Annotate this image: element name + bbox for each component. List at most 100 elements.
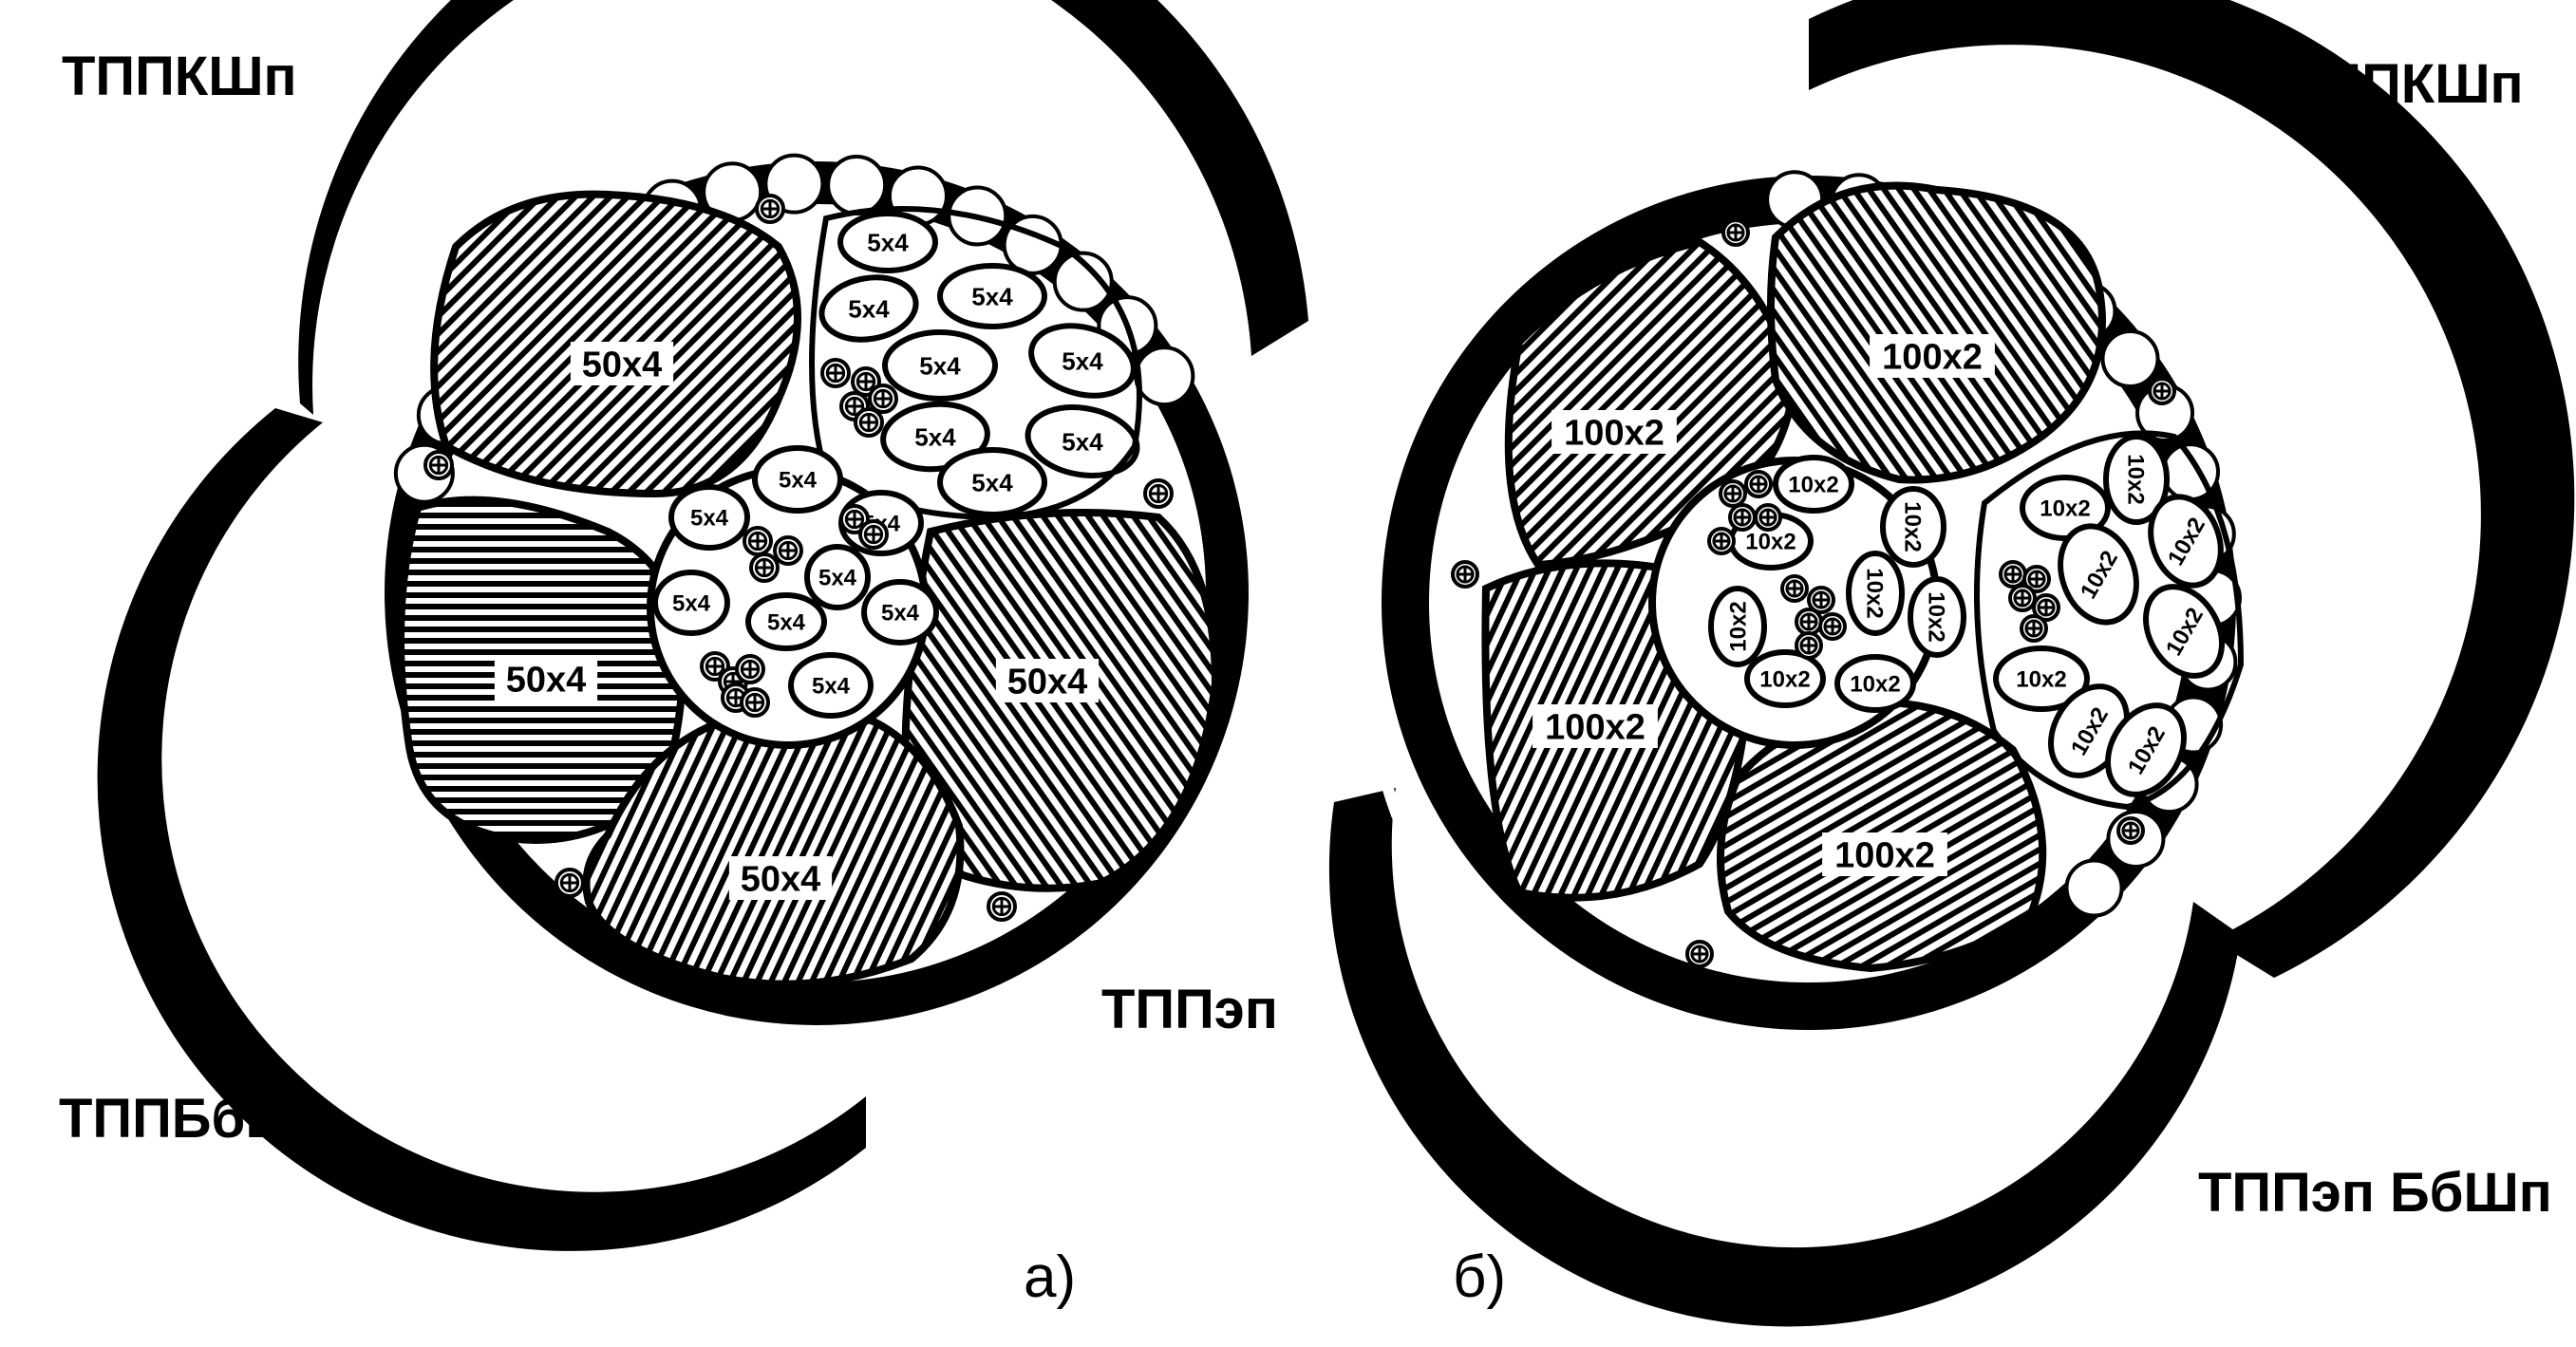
drain-wire-icon (749, 552, 780, 583)
large-bundle-b-3-label: 100x2 (1532, 704, 1658, 748)
armour-gap-a2 (293, 568, 869, 1101)
small-bundle-b-ring-1-label: 10x2 (1788, 473, 1838, 498)
drain-wire-icon (1807, 586, 1835, 614)
label-a-top-left: ТППКШп (62, 46, 297, 107)
small-bundle-b-ring-2: 10x2 (1880, 486, 1946, 568)
drain-wire-icon (1719, 479, 1747, 508)
armour-gap-a (293, 443, 685, 1016)
small-bundle-b-ring-6-label: 10x2 (1726, 601, 1752, 651)
small-bundle-b-ring-2-label: 10x2 (1899, 501, 1925, 552)
drain-wire-icon (820, 358, 851, 388)
drain-wire-icon (2022, 565, 2051, 593)
label-b-bottom-right: ТППэп БбШп (2198, 1162, 2552, 1224)
label-a-bottom-left: ТППБбШп (59, 1088, 334, 1150)
small-bundle-a-outer-4-label: 5x4 (919, 351, 961, 380)
drain-wire-icon (2148, 377, 2176, 405)
small-bundle-a-outer-1-label: 5x4 (867, 228, 909, 256)
label-a-bottom-right: ТППэп (1101, 979, 1278, 1040)
small-bundle-a-ring-6-label: 5x4 (812, 674, 851, 700)
drain-wire-icon (1795, 608, 1823, 636)
small-bundle-a-outer-5: 5x4 (1028, 323, 1137, 399)
small-bundle-a-ring-4-label: 5x4 (672, 591, 711, 617)
small-bundle-b-ring-3: 10x2 (1728, 512, 1814, 571)
armour-gap-b (1381, 781, 1949, 1092)
armour-wire-b (2064, 858, 2124, 918)
small-bundle-a-outer-3: 5x4 (937, 263, 1047, 329)
small-bundle-a-outer-7-label: 5x4 (1062, 427, 1103, 456)
small-bundle-b-ring-7-label: 10x2 (1759, 667, 1810, 693)
small-bundle-b-ring-3-label: 10x2 (1745, 530, 1796, 555)
drain-wire-icon (2116, 816, 2145, 845)
drain-wire-icon (2008, 584, 2037, 612)
drain-wire-icon (773, 535, 803, 566)
small-bundle-b-ring-7: 10x2 (1744, 649, 1826, 708)
svg-text:50x4: 50x4 (741, 860, 821, 900)
small-bundle-b-ring-4: 10x2 (1846, 551, 1905, 636)
drain-wire-icon (555, 868, 585, 898)
drain-wire-icon (1143, 478, 1174, 509)
small-bundle-b-ring-6: 10x2 (1708, 586, 1767, 667)
small-bundle-b-outer-2: 10x2 (2103, 434, 2170, 525)
small-bundle-b-ring-1: 10x2 (1773, 455, 1854, 514)
large-bundle-a-3-label: 50x4 (995, 659, 1100, 702)
small-bundle-a-outer-8: 5x4 (937, 447, 1047, 517)
small-bundle-b-outer-2-label: 10x2 (2122, 454, 2148, 504)
drain-wire-icon (1780, 574, 1809, 603)
small-bundle-b-ring-5-label: 10x2 (1923, 591, 1948, 642)
caption-b: б) (1453, 1244, 1507, 1310)
small-bundle-b-outer-3: 10x2 (2148, 494, 2224, 589)
drain-wire-icon (1707, 527, 1736, 555)
armour-band-a (97, 408, 867, 1251)
svg-text:50x4: 50x4 (582, 346, 663, 385)
drain-wire-icon (1451, 560, 1479, 589)
large-bundle-b-1-label: 100x2 (1551, 410, 1677, 454)
large-bundle-a-4-label: 50x4 (728, 856, 833, 900)
small-bundle-a-ring-5-label: 5x4 (881, 601, 920, 627)
armour-wire-a (1052, 251, 1114, 312)
drain-wire-icon (423, 450, 454, 480)
small-bundle-a-outer-5-label: 5x4 (1062, 346, 1103, 375)
small-bundle-a-outer-7: 5x4 (1025, 404, 1140, 478)
svg-text:100x2: 100x2 (1834, 836, 1935, 876)
armour-wire-a (1134, 346, 1195, 407)
drain-wire-icon (740, 687, 770, 718)
small-bundle-a-ring-1-label: 5x4 (779, 468, 818, 494)
small-bundle-b-outer-8: 10x2 (2105, 702, 2187, 797)
large-bundle-a-3: 50x4 (901, 509, 1220, 892)
large-bundle-a-2: 50x4 (397, 496, 688, 844)
svg-text:50x4: 50x4 (506, 661, 587, 701)
small-bundle-b-ring-4-label: 10x2 (1861, 568, 1887, 618)
drain-wire-icon (858, 519, 889, 550)
small-bundle-b-ring-5: 10x2 (1908, 576, 1966, 658)
small-bundle-a-core-1: 5x4 (804, 544, 871, 610)
drain-wire-icon (743, 526, 773, 556)
small-bundle-a-outer-3-label: 5x4 (971, 282, 1013, 310)
drain-wire-icon (735, 654, 765, 684)
small-bundle-a-outer-6-label: 5x4 (914, 422, 956, 451)
drain-wire-icon (854, 407, 884, 438)
svg-text:50x4: 50x4 (1007, 663, 1088, 702)
large-bundle-a-1-label: 50x4 (570, 342, 674, 385)
armour-band-b (1328, 788, 2241, 1327)
large-bundle-a-4: 50x4 (582, 708, 965, 988)
small-bundle-a-outer-4: 5x4 (882, 329, 998, 402)
small-bundle-a-core-2: 5x4 (745, 592, 827, 651)
large-bundle-b-4-label: 100x2 (1822, 833, 1947, 876)
drain-wire-icon (755, 194, 785, 224)
small-bundle-b-outer-1: 10x2 (2020, 475, 2111, 541)
small-bundle-b-ring-8-label: 10x2 (1850, 672, 1900, 698)
drain-wire-icon (1999, 560, 2027, 589)
drain-wire-icon (1721, 218, 1750, 247)
small-bundle-a-outer-1: 5x4 (837, 211, 938, 273)
small-bundle-a-ring-2-label: 5x4 (690, 506, 729, 532)
small-bundle-b-ring-8: 10x2 (1834, 654, 1916, 713)
large-bundle-a-2-label: 50x4 (494, 657, 598, 701)
small-bundle-a-outer-2: 5x4 (818, 274, 919, 343)
small-bundle-a-ring-1: 5x4 (752, 445, 843, 514)
